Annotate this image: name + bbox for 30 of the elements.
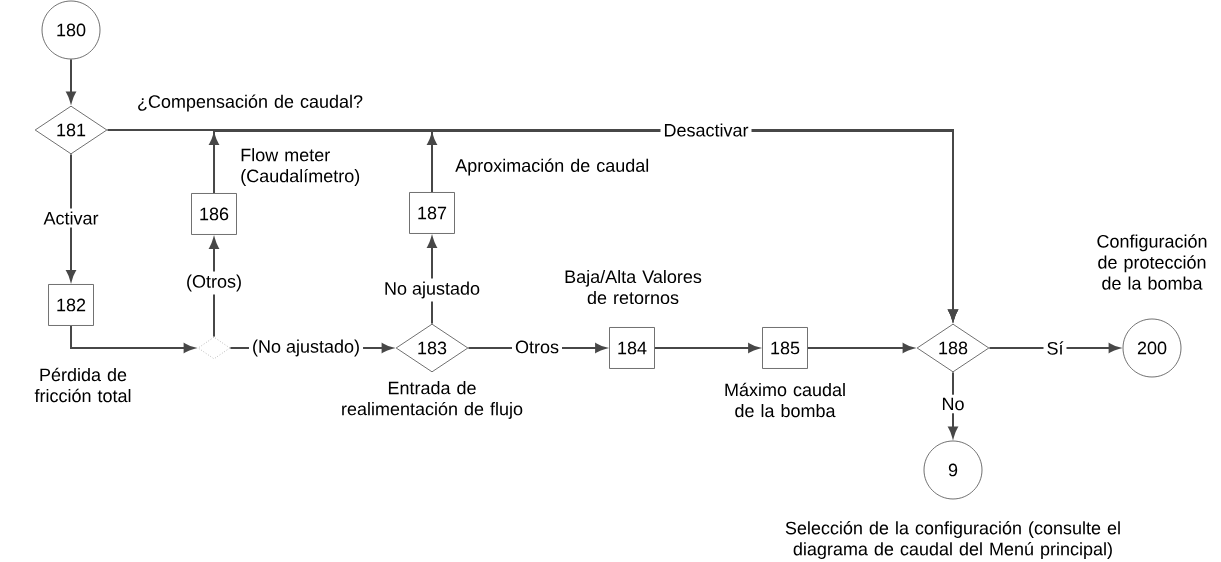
node-caption: ¿Compensación de caudal? <box>138 94 363 112</box>
node-caption: Entrada de realimentación de flujo <box>342 381 523 419</box>
edge-label: Activar <box>40 208 102 228</box>
arrow <box>209 237 219 338</box>
process-box: 186 <box>191 193 237 235</box>
arrow <box>66 58 76 103</box>
node-caption: Configuración de protección de la bomba <box>1097 234 1207 290</box>
edge-label: Sí <box>1043 338 1067 358</box>
process-box: 187 <box>409 192 455 234</box>
node-caption: Pérdida de fricción total <box>34 367 131 403</box>
arrow <box>70 324 195 353</box>
node-caption: Baja/Alta Valores de retornos <box>565 269 702 305</box>
arrow <box>66 153 76 282</box>
node-caption: Máximo caudal de la bomba <box>725 382 845 418</box>
edge-label: (No ajustado) <box>249 336 364 360</box>
node-caption: Aproximación de caudal <box>455 158 649 176</box>
node-caption: Flow meter (Caudalímetro) <box>241 148 360 186</box>
edge-label: No ajustado <box>381 278 484 302</box>
edge-label: Desactivar <box>660 120 752 140</box>
node-caption: Selección de la configuración (consulte el diagrama de caudal del Menú principal) <box>785 521 1120 559</box>
arrow <box>988 343 1120 353</box>
process-box: 184 <box>609 327 655 369</box>
process-box: 182 <box>48 284 94 326</box>
edge-label: No <box>938 394 968 414</box>
arrow <box>653 343 760 353</box>
process-box: 185 <box>762 327 808 369</box>
arrow <box>806 343 914 353</box>
edge-label: (Otros) <box>183 271 245 295</box>
junction-diamond <box>197 336 231 360</box>
edge-label: Otros <box>512 337 562 357</box>
